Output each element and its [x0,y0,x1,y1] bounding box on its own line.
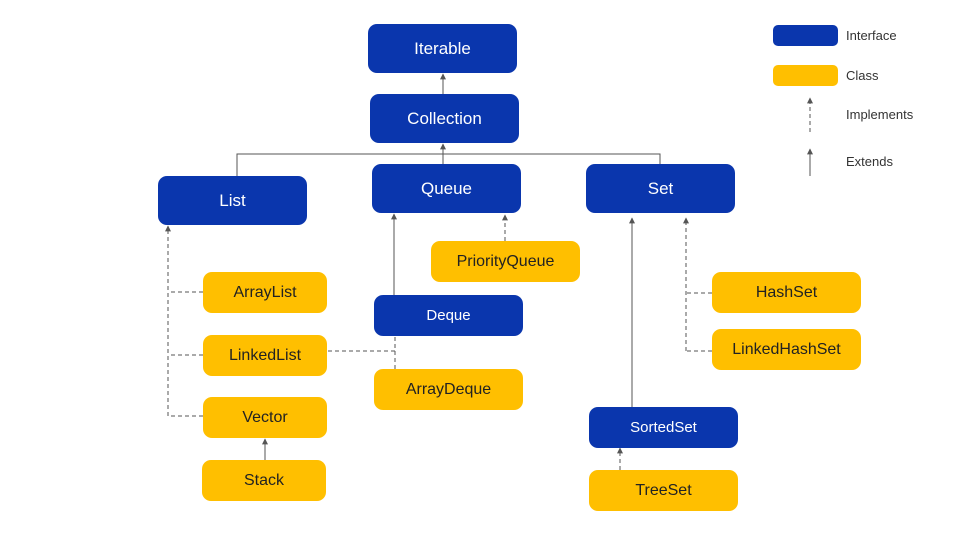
node-sortedset: SortedSet [589,407,738,448]
node-queue: Queue [372,164,521,213]
node-vector: Vector [203,397,327,438]
legend-class-swatch [773,65,838,86]
node-stack: Stack [202,460,326,501]
node-set: Set [586,164,735,213]
node-collection: Collection [370,94,519,143]
edge-list-collection [236,143,446,176]
legend-implements-label: Implements [846,107,914,122]
node-list: List [158,176,307,225]
node-priorityqueue: PriorityQueue [431,241,580,282]
legend-interface-swatch [773,25,838,46]
node-hashset: HashSet [712,272,861,313]
node-linkedhashset: LinkedHashSet [712,329,861,370]
legend-interface-label: Interface [846,28,897,43]
node-deque: Deque [374,295,523,336]
node-iterable: Iterable [368,24,517,73]
edge-set-collection [443,153,661,164]
node-arraydeque: ArrayDeque [374,369,523,410]
node-treeset: TreeSet [589,470,738,511]
node-linkedlist: LinkedList [203,335,327,376]
legend-extends-label: Extends [846,154,893,169]
legend-class-label: Class [846,68,879,83]
node-arraylist: ArrayList [203,272,327,313]
